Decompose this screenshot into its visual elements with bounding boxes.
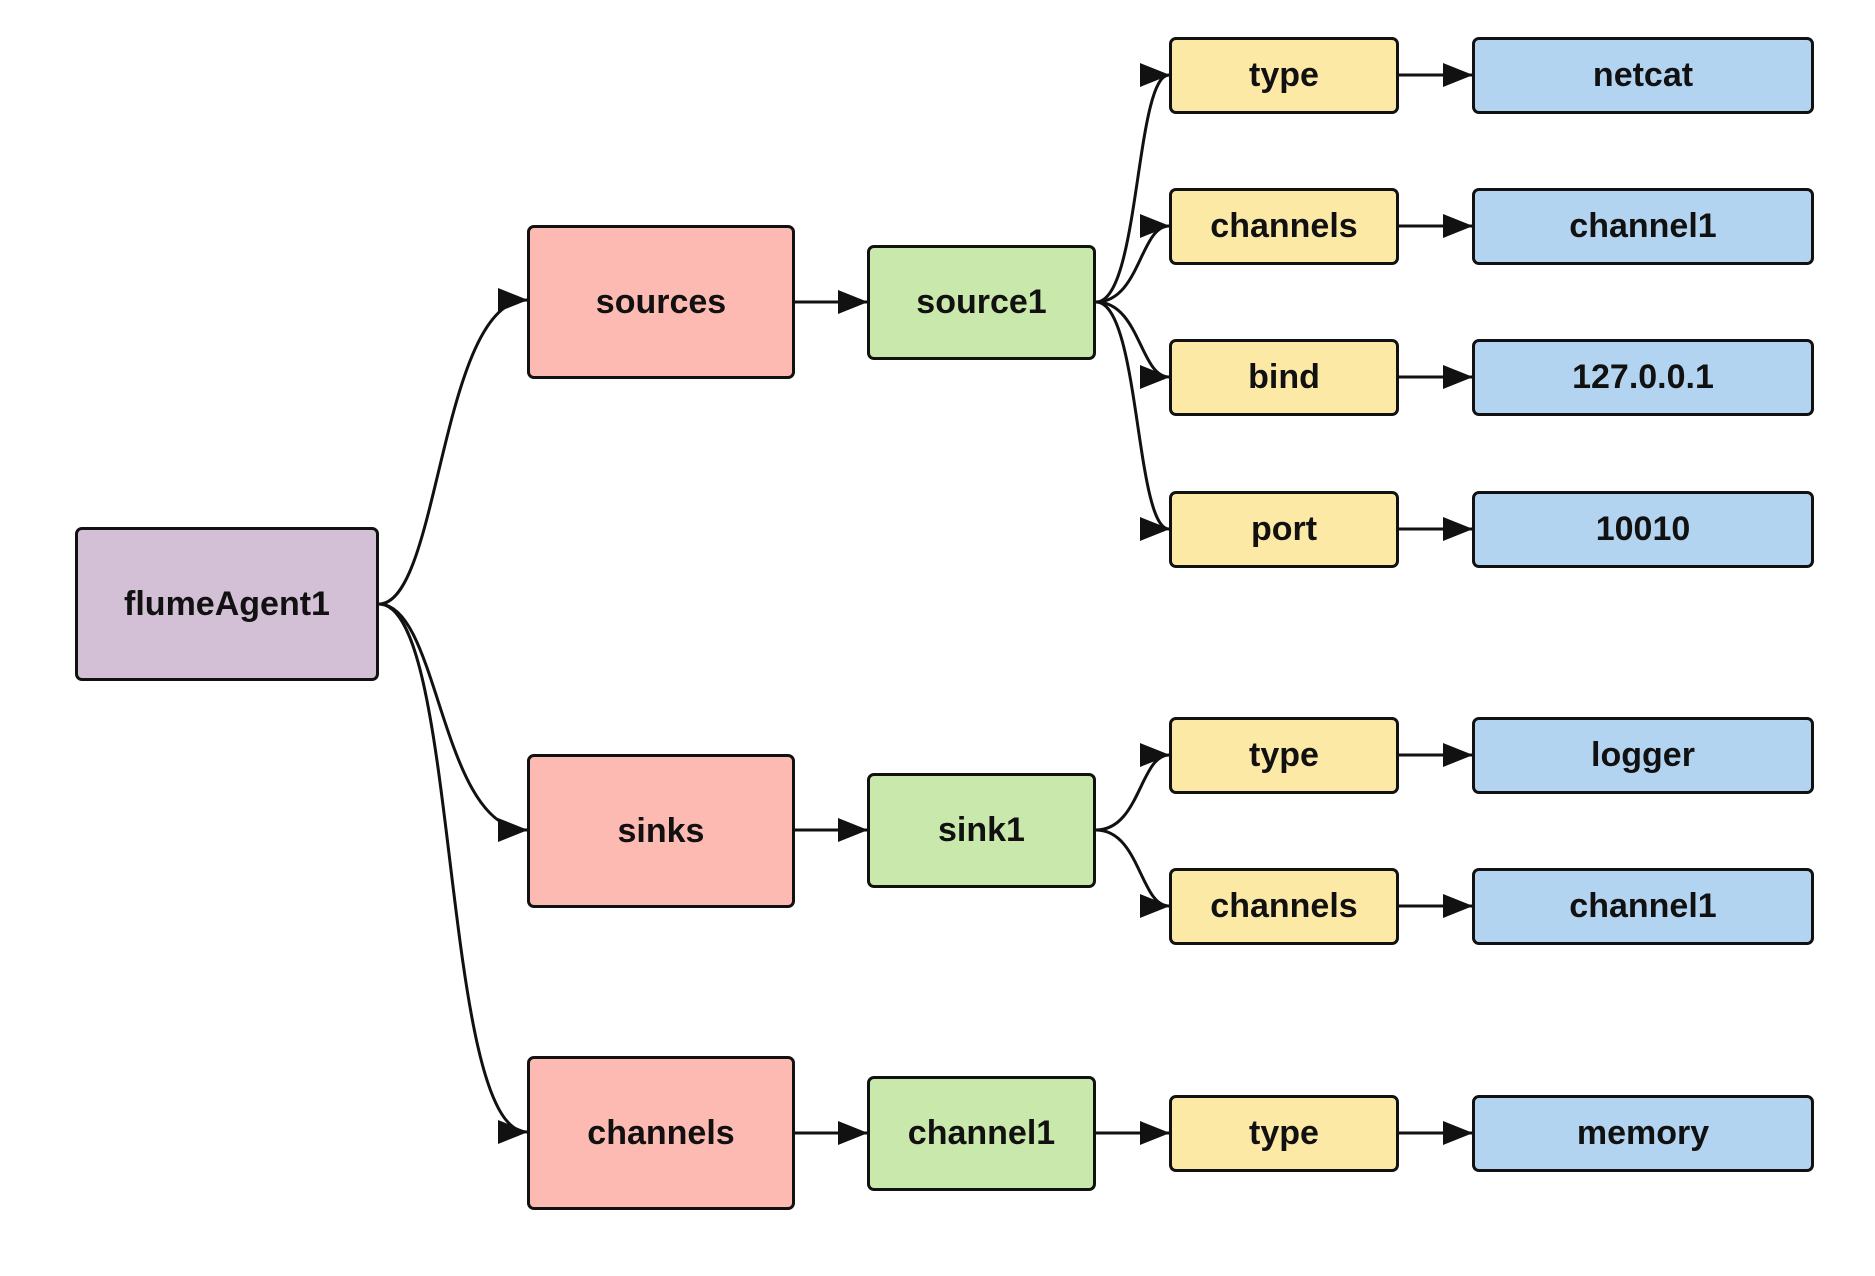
sink1-key-type: type [1169, 717, 1399, 794]
channel1-value-type: memory [1472, 1095, 1814, 1172]
edge-source1-port [1095, 300, 1170, 541]
channels-node: channels [527, 1056, 795, 1210]
edge-source1-type [1095, 63, 1170, 304]
agent-node: flumeAgent1 [75, 527, 379, 681]
edge-source1-channels [1095, 214, 1170, 304]
source1-key-channels: channels [1169, 188, 1399, 265]
source1-key-type: type [1169, 37, 1399, 114]
source1-value-bind: 127.0.0.1 [1472, 339, 1814, 416]
source1-key-port: port [1169, 491, 1399, 568]
source1-value-type: netcat [1472, 37, 1814, 114]
source1-value-channels: channel1 [1472, 188, 1814, 265]
edges [378, 63, 1473, 1145]
edge-agent-sources [378, 288, 528, 606]
source1-key-bind: bind [1169, 339, 1399, 416]
source1-value-port: 10010 [1472, 491, 1814, 568]
sink1-value-channels: channel1 [1472, 868, 1814, 945]
edge-sink1-type [1095, 743, 1170, 832]
sink1-node: sink1 [867, 773, 1096, 888]
channel1-node: channel1 [867, 1076, 1096, 1191]
edge-agent-sinks [378, 602, 528, 842]
channel1-key-type: type [1169, 1095, 1399, 1172]
sink1-key-channels: channels [1169, 868, 1399, 945]
sink1-value-type: logger [1472, 717, 1814, 794]
sinks-node: sinks [527, 754, 795, 908]
edge-source1-bind [1095, 300, 1170, 389]
source1-node: source1 [867, 245, 1096, 360]
sources-node: sources [527, 225, 795, 379]
edge-agent-channels [378, 602, 528, 1144]
edge-sink1-channels [1095, 828, 1170, 918]
